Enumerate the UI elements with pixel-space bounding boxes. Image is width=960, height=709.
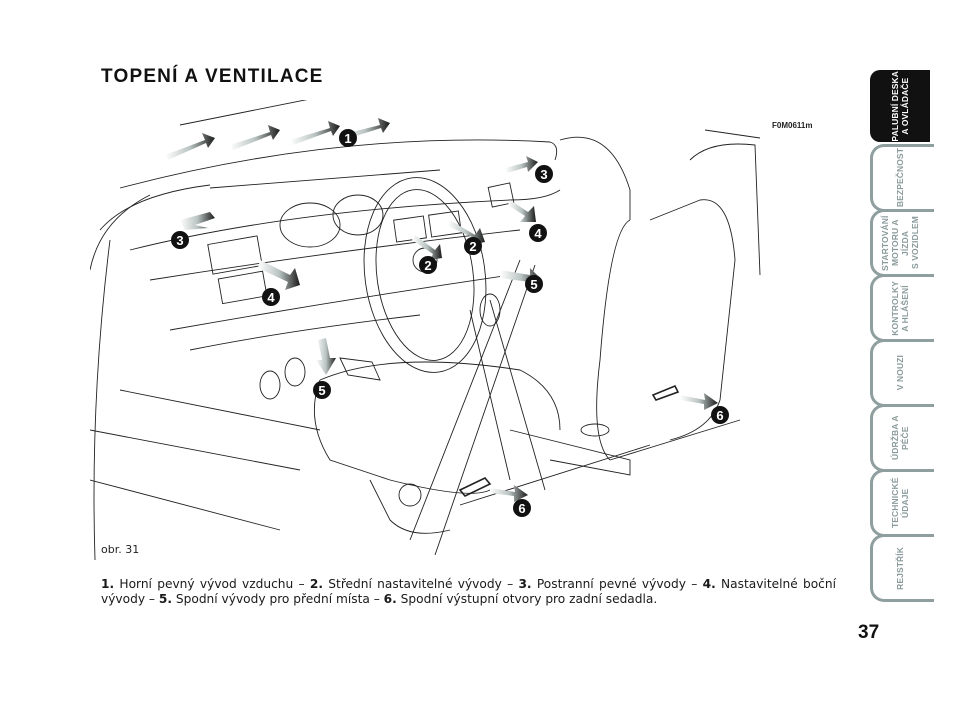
callout-1: 1 (339, 129, 357, 147)
car-interior-drawing: 1 2 2 3 3 4 4 5 5 6 6 (89, 94, 761, 561)
tab-rejstrik[interactable]: REJSTŘÍK (870, 534, 930, 602)
tab-label: REJSTŘÍK (895, 546, 905, 590)
callout-6b: 6 (513, 499, 531, 517)
caption-num-3: 3. (518, 577, 532, 591)
caption-text-4: Nastavitelné boční vývody – (101, 577, 836, 606)
caption-text-3: Postranní pevné vývody – (531, 577, 703, 591)
tab-label: PALUBNÍ DESKA A OVLÁDAČE (890, 70, 910, 142)
tab-v-nouzi[interactable]: V NOUZI (870, 339, 930, 407)
callout-4b: 4 (529, 224, 547, 242)
callout-5b: 5 (525, 275, 543, 293)
callout-3a: 3 (171, 231, 189, 249)
callout-5a: 5 (313, 381, 331, 399)
svg-text:4: 4 (534, 226, 542, 241)
caption-num-2: 2. (309, 577, 324, 591)
tab-label: STARTOVÁNÍ MOTORU A JÍZDA S VOZIDLEM (880, 215, 920, 271)
airflow-arrows (165, 118, 718, 502)
svg-text:1: 1 (344, 131, 351, 146)
svg-text:6: 6 (518, 501, 525, 516)
tab-kontrolky[interactable]: KONTROLKY A HLÁŠENÍ (870, 274, 930, 342)
callout-6a: 6 (711, 406, 729, 424)
svg-text:5: 5 (530, 277, 537, 292)
tab-bezpecnost[interactable]: BEZPEČNOST (870, 144, 930, 212)
tab-label: BEZPEČNOST (895, 148, 905, 208)
tab-label: V NOUZI (895, 355, 905, 391)
caption-num-4: 4. (702, 577, 716, 591)
figure-code: F0M0611m (772, 121, 813, 130)
svg-text:4: 4 (267, 290, 275, 305)
ventilation-illustration: 1 2 2 3 3 4 4 5 5 6 6 (89, 94, 850, 561)
svg-text:3: 3 (176, 233, 183, 248)
svg-text:6: 6 (716, 408, 723, 423)
figure-caption: 1. Horní pevný vývod vzduchu – 2. Středn… (101, 577, 836, 607)
caption-num-6: 6. (383, 592, 397, 606)
section-tabs: PALUBNÍ DESKA A OVLÁDAČE BEZPEČNOST STAR… (870, 70, 960, 625)
caption-text-2: Střední nastavitelné vývody – (323, 577, 519, 591)
tab-frame (870, 534, 934, 602)
svg-text:2: 2 (424, 258, 431, 273)
caption-num-1: 1. (101, 577, 115, 591)
callout-2a: 2 (464, 237, 482, 255)
tab-palubni-deska[interactable]: PALUBNÍ DESKA A OVLÁDAČE (870, 70, 930, 142)
caption-num-5: 5. (158, 592, 173, 606)
callout-3b: 3 (535, 165, 553, 183)
callout-2b: 2 (419, 256, 437, 274)
svg-text:3: 3 (540, 167, 547, 182)
tab-label: TECHNICKÉ ÚDAJE (890, 477, 910, 529)
svg-text:5: 5 (318, 383, 325, 398)
callout-4a: 4 (262, 288, 280, 306)
caption-text-6: Spodní výstupní otvory pro zadní sedadla… (396, 592, 658, 606)
tab-technicke-udaje[interactable]: TECHNICKÉ ÚDAJE (870, 469, 930, 537)
caption-text-1: Horní pevný vývod vzduchu – (114, 577, 310, 591)
page-title: TOPENÍ A VENTILACE (101, 66, 324, 87)
page-number: 37 (858, 622, 880, 643)
figure-label: obr. 31 (101, 543, 140, 556)
tab-startovani[interactable]: STARTOVÁNÍ MOTORU A JÍZDA S VOZIDLEM (870, 209, 930, 277)
tab-label: KONTROLKY A HLÁŠENÍ (890, 280, 910, 336)
caption-text-5: Spodní vývody pro přední místa – (172, 592, 384, 606)
tab-udrzba[interactable]: ÚDRŽBA A PÉČE (870, 404, 930, 472)
tab-label: ÚDRŽBA A PÉČE (890, 415, 910, 461)
svg-text:2: 2 (469, 239, 476, 254)
